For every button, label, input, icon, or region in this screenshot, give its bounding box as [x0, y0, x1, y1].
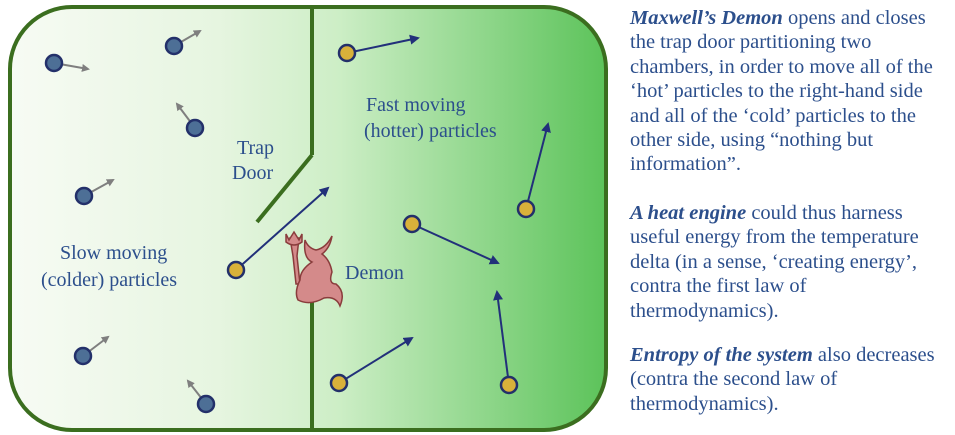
trap-door — [255, 153, 314, 224]
cold-particle — [74, 179, 115, 206]
trap-door-label-line1: Trap — [237, 137, 275, 159]
cold-particle — [186, 379, 216, 414]
cold-particle — [164, 30, 202, 56]
demon-icon — [285, 230, 343, 308]
emphasis: Maxwell’s Demon — [630, 7, 783, 29]
maxwell-demon-diagram — [8, 5, 608, 432]
paragraph-maxwell-demon: Maxwell’s Demon opens and closes the tra… — [630, 6, 955, 177]
paragraph-text: could thus harness useful energy from th… — [630, 202, 919, 322]
cold-particle — [73, 335, 110, 366]
hot-particle — [226, 186, 330, 280]
fast-particles-label-line1: Fast moving — [366, 94, 466, 116]
trap-door-label-line2: Door — [232, 162, 274, 184]
hot-particles — [226, 34, 551, 395]
hot-particle — [402, 214, 500, 265]
cold-particle — [44, 53, 90, 73]
paragraph-entropy: Entropy of the system also decreases (co… — [630, 343, 955, 416]
hot-particle — [516, 122, 551, 219]
container-box — [8, 5, 608, 432]
fast-particles-label-line2: (hotter) particles — [364, 120, 497, 142]
partition-wall — [255, 7, 314, 430]
hot-particle — [493, 290, 519, 395]
demon-label: Demon — [345, 262, 404, 284]
paragraph-text: also decreases (contra the second law of… — [630, 344, 935, 415]
cold-particle — [175, 102, 205, 138]
hot-particle — [337, 34, 420, 63]
emphasis: A heat engine — [630, 202, 747, 224]
cold-particles — [44, 30, 216, 414]
paragraph-heat-engine: A heat engine could thus harness useful … — [630, 201, 955, 323]
hot-particle — [329, 336, 414, 393]
paragraph-text: opens and closes the trap door partition… — [630, 7, 933, 176]
slow-particles-label-line1: Slow moving — [60, 242, 168, 264]
slow-particles-label-line2: (colder) particles — [41, 269, 178, 291]
emphasis: Entropy of the system — [630, 344, 813, 366]
